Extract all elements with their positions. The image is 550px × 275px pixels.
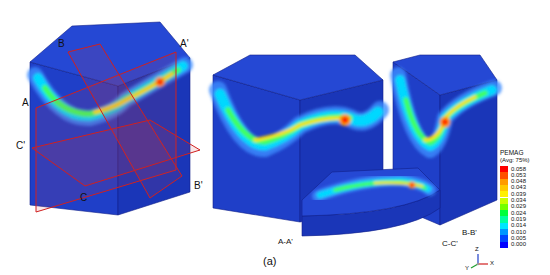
plane-letter: C' — [16, 140, 25, 151]
legend-value: 0.039 — [511, 191, 526, 197]
plane-letter: B' — [194, 180, 203, 191]
legend-value: 0.048 — [511, 178, 526, 184]
legend-value: 0.034 — [511, 197, 526, 203]
legend-subtitle: (Avg: 75%) — [500, 157, 530, 164]
section-plane — [32, 44, 200, 212]
legend-value: 0.010 — [511, 229, 526, 235]
section-name: C-C' — [442, 240, 458, 249]
axis-label: X — [490, 260, 494, 267]
legend-title: PEMAG — [500, 149, 523, 156]
legend-value: 0.005 — [511, 235, 526, 241]
stress-contour — [218, 90, 380, 148]
plane-letter: A' — [180, 38, 189, 49]
legend-swatch — [500, 242, 508, 248]
plane-letter: C — [80, 192, 87, 203]
legend-value: 0.058 — [511, 166, 526, 172]
figure-caption: (a) — [263, 255, 276, 267]
legend-value: 0.029 — [511, 203, 526, 209]
legend-value: 0.014 — [511, 222, 526, 228]
stress-contour — [318, 180, 430, 196]
axis-label: Z — [475, 246, 479, 253]
section-name: A-A' — [278, 238, 293, 247]
axis-label: Y — [465, 265, 469, 272]
plane-letter: B — [58, 38, 65, 49]
section-name: B-B' — [462, 229, 477, 238]
stress-contour — [398, 75, 494, 150]
legend-value: 0.043 — [511, 184, 526, 190]
plane-letter: A — [22, 97, 29, 108]
section-slab — [302, 168, 440, 236]
legend-value: 0.019 — [511, 216, 526, 222]
axis-triad — [471, 254, 488, 268]
legend-value: 0.024 — [511, 210, 526, 216]
model-block — [30, 22, 200, 215]
legend-value: 0.000 — [511, 241, 526, 247]
legend-value: 0.053 — [511, 172, 526, 178]
